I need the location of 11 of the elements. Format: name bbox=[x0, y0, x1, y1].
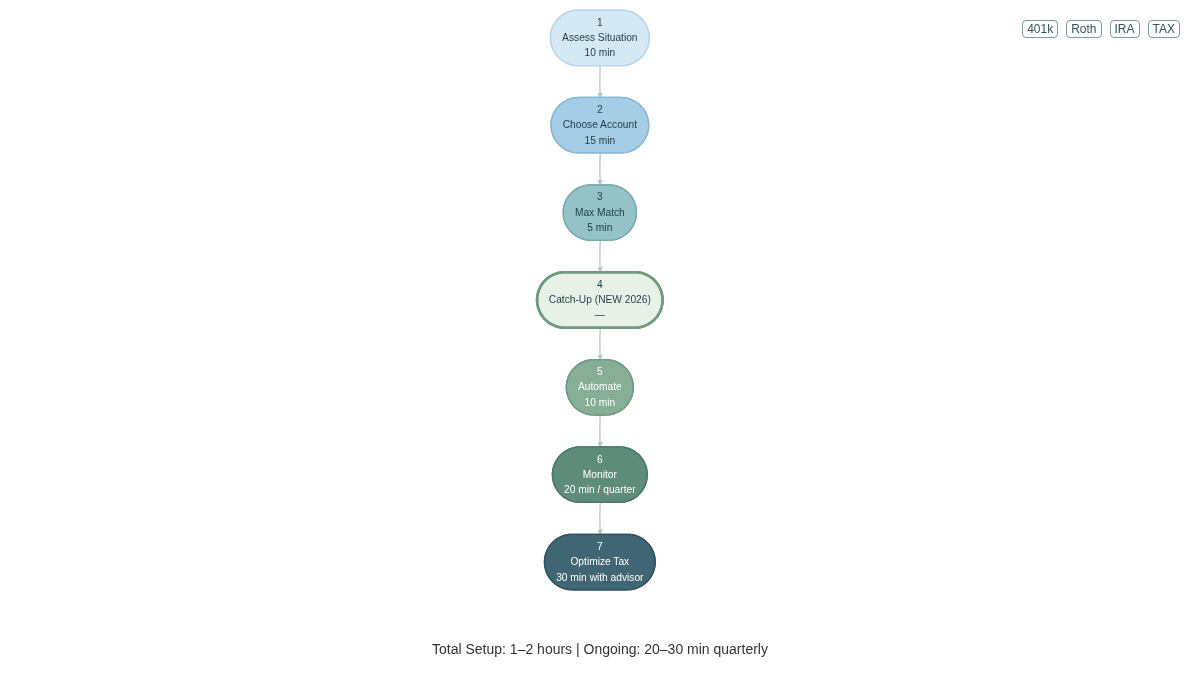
icon-text: Roth bbox=[1066, 20, 1102, 38]
icon-text: TAX bbox=[1147, 20, 1180, 38]
icon-text: IRA bbox=[1109, 20, 1140, 38]
arrow bbox=[597, 327, 603, 361]
arrow bbox=[597, 152, 603, 186]
arrow bbox=[597, 65, 603, 99]
arrow bbox=[597, 502, 603, 535]
arrow bbox=[597, 240, 603, 273]
caption: Total Setup: 1–2 hours | Ongoing: 20–30 min quarterly bbox=[432, 641, 768, 657]
icon-text: 401k bbox=[1022, 20, 1059, 38]
arrow bbox=[597, 414, 603, 448]
